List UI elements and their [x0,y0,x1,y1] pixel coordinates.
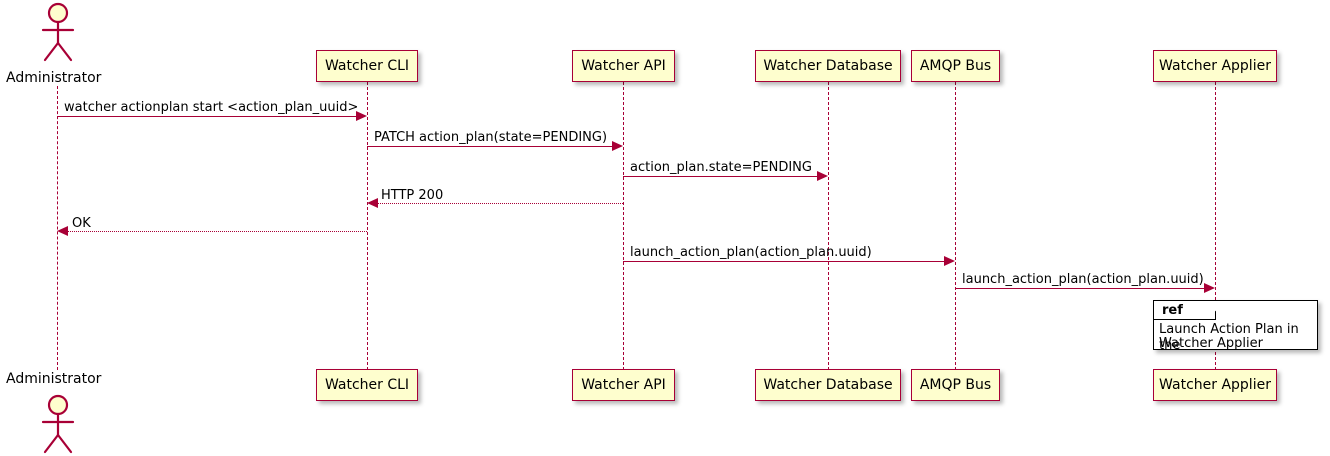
message-arrowhead-2 [612,141,623,151]
lifeline-amqp-bus [955,82,956,370]
lifeline-watcher-database [828,82,829,370]
participant-watcher-api-top[interactable]: Watcher API [572,50,675,82]
message-line-6 [623,261,945,262]
ref-fragment-body-line-1: Launch Action Plan in the [1159,322,1299,354]
ref-fragment-body-line-2: Watcher Applier [1159,336,1263,351]
participant-watcher-database-bottom[interactable]: Watcher Database [755,369,901,401]
message-label-4: HTTP 200 [381,188,444,203]
participant-watcher-database-top[interactable]: Watcher Database [755,50,901,82]
participant-watcher-api-bottom[interactable]: Watcher API [572,369,675,401]
message-line-7 [955,288,1205,289]
message-line-5 [67,231,367,232]
participant-watcher-applier-bottom[interactable]: Watcher Applier [1153,369,1277,401]
message-label-6: launch_action_plan(action_plan.uuid) [630,245,872,260]
lifeline-watcher-applier [1215,82,1216,370]
lifeline-watcher-cli [367,82,368,370]
actor-label-administrator-top: Administrator [6,70,102,86]
message-arrowhead-7 [1204,283,1215,293]
actor-figure-icon [41,394,75,454]
actor-label-administrator-bottom: Administrator [6,371,102,387]
participant-watcher-applier-top[interactable]: Watcher Applier [1153,50,1277,82]
message-line-3 [623,176,818,177]
message-arrowhead-6 [944,256,955,266]
participant-watcher-cli-bottom[interactable]: Watcher CLI [316,369,418,401]
message-line-2 [367,146,613,147]
message-arrowhead-1 [356,111,367,121]
message-arrowhead-4 [367,198,378,208]
message-label-2: PATCH action_plan(state=PENDING) [374,130,608,145]
message-arrowhead-5 [57,226,68,236]
actor-figure-icon [41,2,75,62]
lifeline-watcher-api [623,82,624,370]
message-label-5: OK [72,216,91,231]
actor-administrator-top [30,0,86,62]
participant-amqp-bus-bottom[interactable]: AMQP Bus [911,369,1000,401]
message-label-7: launch_action_plan(action_plan.uuid) [962,272,1204,287]
message-line-4 [377,203,623,204]
participant-watcher-cli-top[interactable]: Watcher CLI [316,50,418,82]
ref-fragment-tab-label: ref [1154,301,1216,320]
actor-administrator-bottom [30,392,86,454]
ref-fragment: ref Launch Action Plan in the Watcher Ap… [1153,300,1318,353]
message-label-3: action_plan.state=PENDING [630,160,812,175]
message-label-1: watcher actionplan start <action_plan_uu… [64,100,359,115]
message-arrowhead-3 [817,171,828,181]
message-line-1 [57,116,357,117]
participant-amqp-bus-top[interactable]: AMQP Bus [911,50,1000,82]
